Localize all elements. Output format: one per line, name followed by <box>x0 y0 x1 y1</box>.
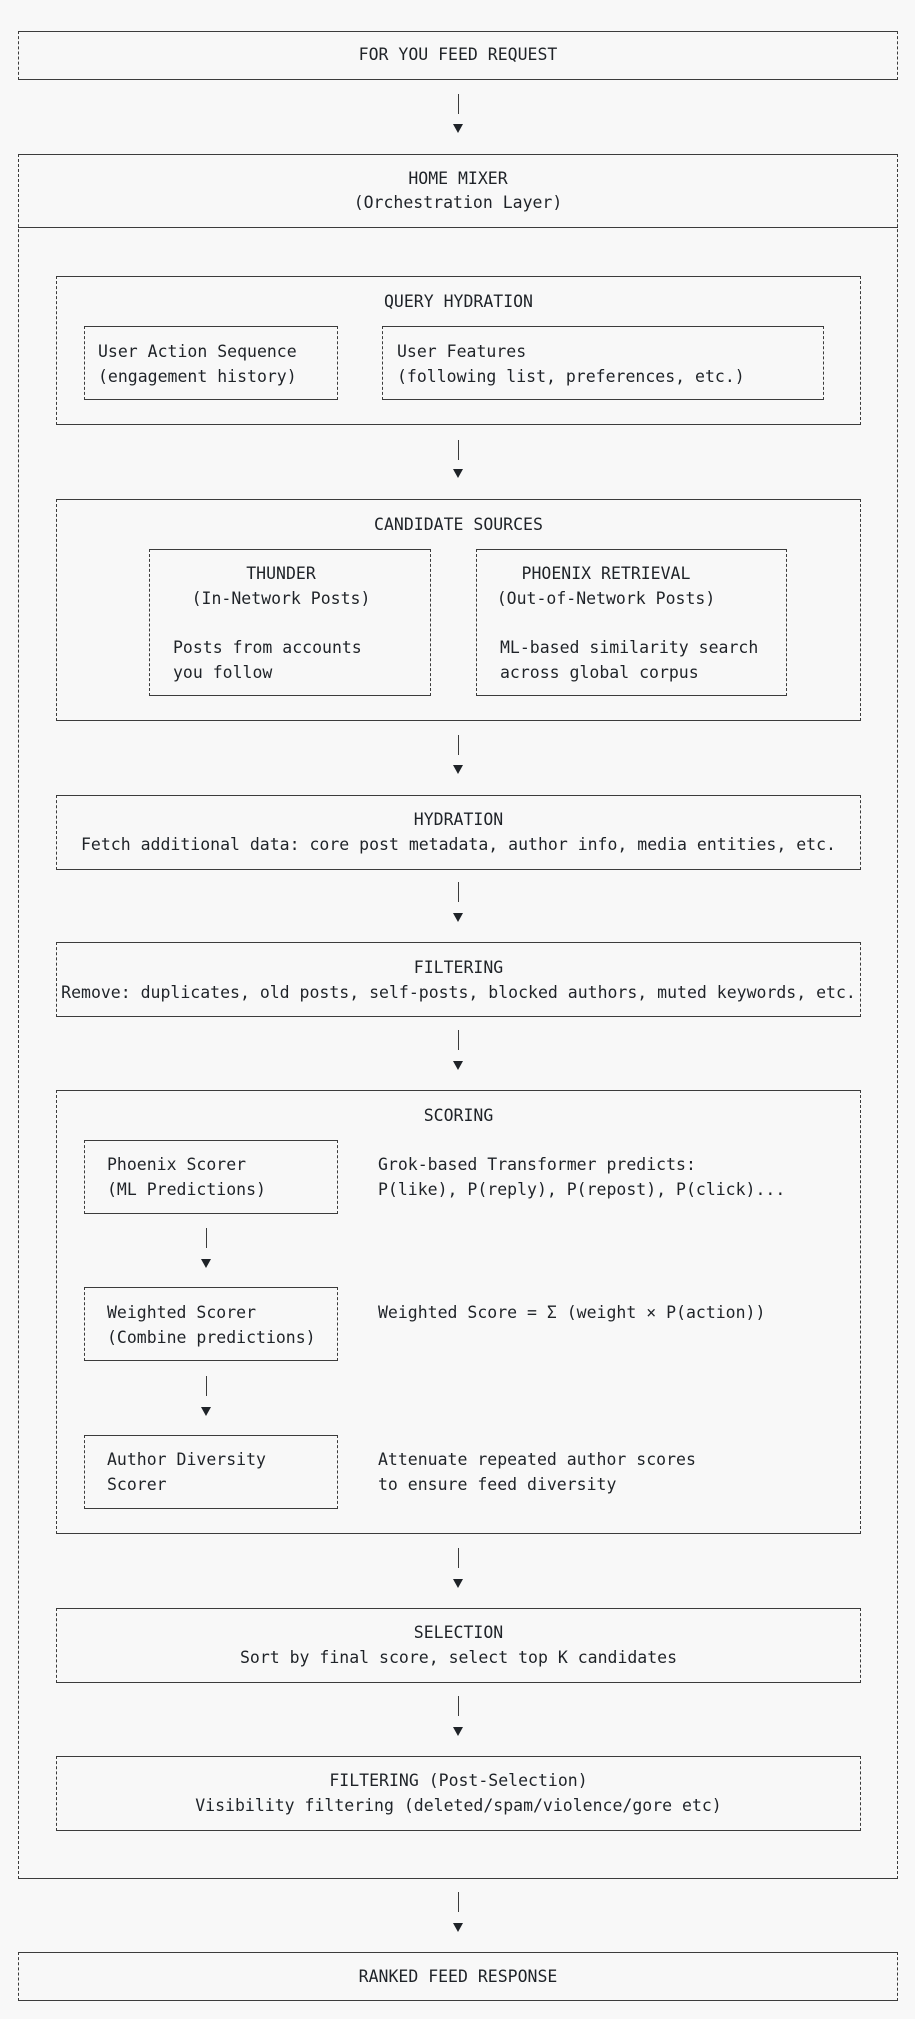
user-action-sequence-desc: (engagement history) <box>98 367 297 386</box>
user-features-desc: (following list, preferences, etc.) <box>397 367 745 386</box>
candidate-sources-title: CANDIDATE SOURCES <box>374 515 543 534</box>
down-arrow-icon <box>453 913 463 922</box>
selection-desc: Sort by final score, select top K candid… <box>239 1648 678 1667</box>
connector-line <box>458 1030 459 1050</box>
hydration-box <box>56 795 861 870</box>
connector-line <box>458 1696 459 1716</box>
thunder-box <box>149 549 431 696</box>
post-selection-filtering-title: FILTERING (Post-Selection) <box>329 1771 588 1790</box>
down-arrow-icon <box>453 469 463 478</box>
weighted-scorer-note: Weighted Score = Σ (weight × P(action)) <box>378 1303 766 1322</box>
down-arrow-icon <box>453 1579 463 1588</box>
hydration-title: HYDRATION <box>413 810 504 829</box>
author-diversity-scorer-desc: Scorer <box>107 1475 167 1494</box>
query-hydration-box <box>56 276 861 425</box>
filtering-desc: Remove: duplicates, old posts, self-post… <box>61 983 856 1002</box>
thunder-subtitle: (In-Network Posts) <box>191 589 371 608</box>
author-diversity-note-line1: Attenuate repeated author scores <box>378 1450 696 1469</box>
connector-line <box>458 882 459 902</box>
phoenix-scorer-label: Phoenix Scorer <box>107 1155 247 1174</box>
weighted-scorer-label: Weighted Scorer <box>107 1303 257 1322</box>
home-mixer-title: HOME MIXER <box>408 169 508 188</box>
thunder-desc-line2: you follow <box>173 663 273 682</box>
phoenix-retrieval-subtitle: (Out-of-Network Posts) <box>496 589 716 608</box>
home-mixer-divider <box>18 227 898 228</box>
post-selection-filtering-desc: Visibility filtering (deleted/spam/viole… <box>195 1796 722 1815</box>
user-features-label: User Features <box>397 342 527 361</box>
down-arrow-icon <box>453 1923 463 1932</box>
thunder-desc-line1: Posts from accounts <box>173 638 362 657</box>
down-arrow-icon <box>201 1407 211 1416</box>
phoenix-retrieval-desc-line1: ML-based similarity search <box>500 638 759 657</box>
hydration-desc: Fetch additional data: core post metadat… <box>81 835 836 854</box>
candidate-sources-box <box>56 499 861 721</box>
user-action-sequence-label: User Action Sequence <box>98 342 297 361</box>
filtering-title: FILTERING <box>413 958 504 977</box>
phoenix-retrieval-title: PHOENIX RETRIEVAL <box>521 564 691 583</box>
post-selection-filtering-box <box>56 1756 861 1831</box>
phoenix-scorer-note-line2: P(like), P(reply), P(repost), P(click)..… <box>378 1180 786 1199</box>
home-mixer-subtitle: (Orchestration Layer) <box>353 193 563 212</box>
filtering-box <box>56 942 861 1017</box>
weighted-scorer-desc: (Combine predictions) <box>107 1328 316 1347</box>
ranked-feed-response-label: RANKED FEED RESPONSE <box>358 1967 558 1986</box>
connector-line <box>458 440 459 460</box>
down-arrow-icon <box>201 1259 211 1268</box>
feed-request-box <box>18 31 898 80</box>
connector-line <box>206 1376 207 1396</box>
phoenix-retrieval-desc-line2: across global corpus <box>500 663 699 682</box>
phoenix-scorer-note-line1: Grok-based Transformer predicts: <box>378 1155 696 1174</box>
connector-line <box>458 735 459 755</box>
thunder-title: THUNDER <box>246 564 316 583</box>
weighted-scorer-box <box>84 1287 338 1361</box>
author-diversity-scorer-box <box>84 1435 338 1509</box>
down-arrow-icon <box>453 1727 463 1736</box>
user-action-sequence-box <box>84 326 338 400</box>
phoenix-scorer-desc: (ML Predictions) <box>107 1180 266 1199</box>
ranked-feed-response-box <box>18 1952 898 2001</box>
connector-line <box>458 1548 459 1568</box>
selection-title: SELECTION <box>413 1623 504 1642</box>
scoring-box <box>56 1090 861 1534</box>
home-mixer-box <box>18 154 898 1879</box>
query-hydration-title: QUERY HYDRATION <box>383 292 533 311</box>
down-arrow-icon <box>453 1061 463 1070</box>
user-features-box <box>382 326 824 400</box>
down-arrow-icon <box>453 124 463 133</box>
scoring-title: SCORING <box>423 1106 494 1125</box>
author-diversity-note-line2: to ensure feed diversity <box>378 1475 617 1494</box>
author-diversity-scorer-label: Author Diversity <box>107 1450 266 1469</box>
connector-line <box>458 1892 459 1912</box>
connector-line <box>458 94 459 114</box>
selection-box <box>56 1608 861 1683</box>
phoenix-scorer-box <box>84 1140 338 1214</box>
connector-line <box>206 1228 207 1248</box>
feed-request-label: FOR YOU FEED REQUEST <box>358 45 558 64</box>
phoenix-retrieval-box <box>476 549 787 696</box>
down-arrow-icon <box>453 765 463 774</box>
